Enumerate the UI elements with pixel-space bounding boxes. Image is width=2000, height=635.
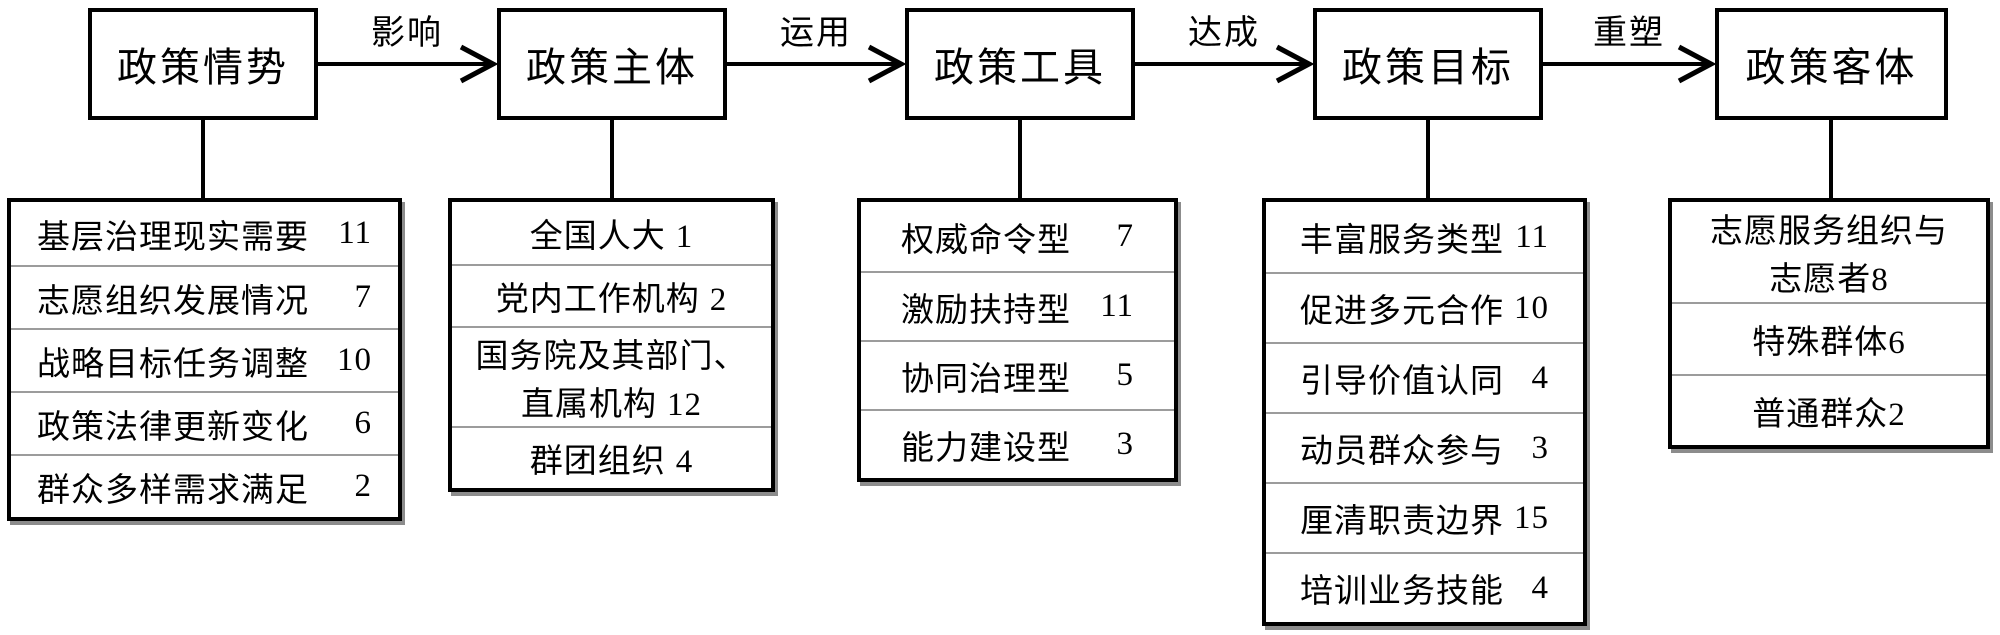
list-item: 群众多样需求满足 2 — [11, 454, 398, 517]
list-item-value: 4 — [1531, 359, 1549, 396]
list-item-value: 8 — [1871, 262, 1889, 298]
list-item-label: 普通群众 — [1752, 396, 1889, 433]
list-item-label: 动员群众参与 — [1300, 434, 1504, 470]
node-policy-instruments: 政策工具 — [905, 8, 1135, 120]
list-item-label: 培训业务技能 — [1300, 574, 1504, 610]
list-item: 政策法律更新变化 6 — [11, 391, 398, 454]
list-item-value: 2 — [1888, 396, 1906, 433]
list-item-value: 3 — [1116, 426, 1134, 462]
arrow-right-icon — [727, 44, 905, 84]
list-item-value: 11 — [1515, 218, 1549, 255]
list-item-value: 1 — [675, 219, 694, 255]
list-item-value: 7 — [1116, 218, 1134, 254]
list-item-value: 11 — [338, 215, 372, 251]
node-policy-subject-label: 政策主体 — [526, 45, 698, 90]
list-policy-goals: 丰富服务类型 11 促进多元合作 10 引导价值认同 4 动员群众参与 3 厘清… — [1262, 198, 1587, 626]
arrow-right-icon — [1543, 44, 1715, 84]
list-item-value: 4 — [1531, 569, 1549, 606]
list-item-value: 3 — [1531, 429, 1549, 466]
node-policy-objects-label: 政策客体 — [1745, 45, 1918, 90]
node-policy-goals: 政策目标 — [1313, 8, 1543, 120]
list-item-value: 2 — [709, 282, 728, 318]
list-policy-objects: 志愿服务组织与 志愿者8 特殊群体6 普通群众2 — [1668, 198, 1990, 449]
list-item-value: 10 — [337, 342, 372, 378]
list-item: 特殊群体6 — [1672, 302, 1986, 374]
list-item: 能力建设型 3 — [861, 409, 1174, 478]
node-policy-situation: 政策情势 — [88, 8, 318, 120]
list-item: 普通群众2 — [1672, 374, 1986, 445]
list-policy-situation: 基层治理现实需要 11 志愿组织发展情况 7 战略目标任务调整 10 政策法律更… — [7, 198, 402, 521]
list-item-label: 政策法律更新变化 — [37, 409, 309, 446]
node-policy-situation-label: 政策情势 — [117, 45, 289, 90]
list-item-label: 协同治理型 — [901, 361, 1071, 398]
connector-line — [1829, 118, 1833, 198]
connector-line — [1018, 118, 1022, 198]
list-item-label: 全国人大 — [529, 219, 666, 255]
list-item-label: 激励扶持型 — [901, 292, 1071, 329]
list-item: 协同治理型 5 — [861, 340, 1174, 409]
list-item-value: 2 — [354, 468, 372, 504]
list-item-label: 志愿服务组织与 志愿者 — [1710, 214, 1948, 298]
list-item-value: 6 — [1888, 325, 1906, 361]
list-item: 厘清职责边界 15 — [1266, 482, 1583, 552]
list-item-label: 国务院及其部门、 直属机构 — [475, 339, 748, 423]
list-item-label: 权威命令型 — [901, 222, 1071, 259]
list-item: 战略目标任务调整 10 — [11, 328, 398, 391]
edge-label-influence: 影响 — [371, 15, 443, 52]
list-item: 权威命令型 7 — [861, 202, 1174, 271]
node-policy-instruments-label: 政策工具 — [934, 45, 1106, 90]
list-item-value: 6 — [354, 405, 372, 441]
list-item-label: 基层治理现实需要 — [37, 219, 309, 256]
list-item-label: 丰富服务类型 — [1300, 223, 1504, 259]
arrow-right-icon — [318, 44, 497, 84]
list-item: 激励扶持型 11 — [861, 271, 1174, 340]
list-item-label: 群团组织 — [529, 444, 666, 480]
node-policy-objects: 政策客体 — [1715, 8, 1948, 120]
connector-line — [1426, 118, 1430, 198]
list-item-value: 12 — [666, 387, 702, 423]
list-item-value: 11 — [1100, 288, 1134, 324]
list-item-label: 党内工作机构 — [495, 282, 700, 318]
list-policy-instruments: 权威命令型 7 激励扶持型 11 协同治理型 5 能力建设型 3 — [857, 198, 1178, 482]
list-item: 基层治理现实需要 11 — [11, 202, 398, 265]
list-item-label: 引导价值认同 — [1300, 364, 1504, 400]
edge-label-apply: 运用 — [780, 15, 852, 52]
list-item: 丰富服务类型 11 — [1266, 202, 1583, 272]
list-item-label: 志愿组织发展情况 — [37, 283, 309, 320]
list-item-label: 能力建设型 — [901, 430, 1071, 467]
list-item-value: 10 — [1514, 289, 1549, 326]
list-item-value: 7 — [354, 279, 372, 315]
list-item-value: 5 — [1116, 357, 1134, 393]
list-item: 志愿组织发展情况 7 — [11, 265, 398, 328]
list-item-label: 厘清职责边界 — [1300, 504, 1504, 540]
list-item-value: 4 — [675, 444, 694, 480]
list-item-label: 促进多元合作 — [1300, 294, 1504, 330]
list-item: 志愿服务组织与 志愿者8 — [1672, 202, 1986, 302]
list-item-value: 15 — [1514, 499, 1549, 536]
node-policy-goals-label: 政策目标 — [1342, 45, 1514, 90]
list-item: 培训业务技能 4 — [1266, 552, 1583, 622]
edge-label-reshape: 重塑 — [1593, 15, 1665, 52]
edge-label-achieve: 达成 — [1188, 15, 1260, 52]
connector-line — [610, 118, 614, 198]
list-item-label: 战略目标任务调整 — [37, 346, 309, 383]
node-policy-subject: 政策主体 — [497, 8, 727, 120]
list-item-label: 群众多样需求满足 — [37, 472, 309, 509]
list-item: 动员群众参与 3 — [1266, 412, 1583, 482]
arrow-right-icon — [1135, 44, 1313, 84]
connector-line — [201, 118, 205, 198]
list-item: 引导价值认同 4 — [1266, 342, 1583, 412]
list-item-label: 特殊群体 — [1752, 325, 1889, 361]
list-item: 促进多元合作 10 — [1266, 272, 1583, 342]
